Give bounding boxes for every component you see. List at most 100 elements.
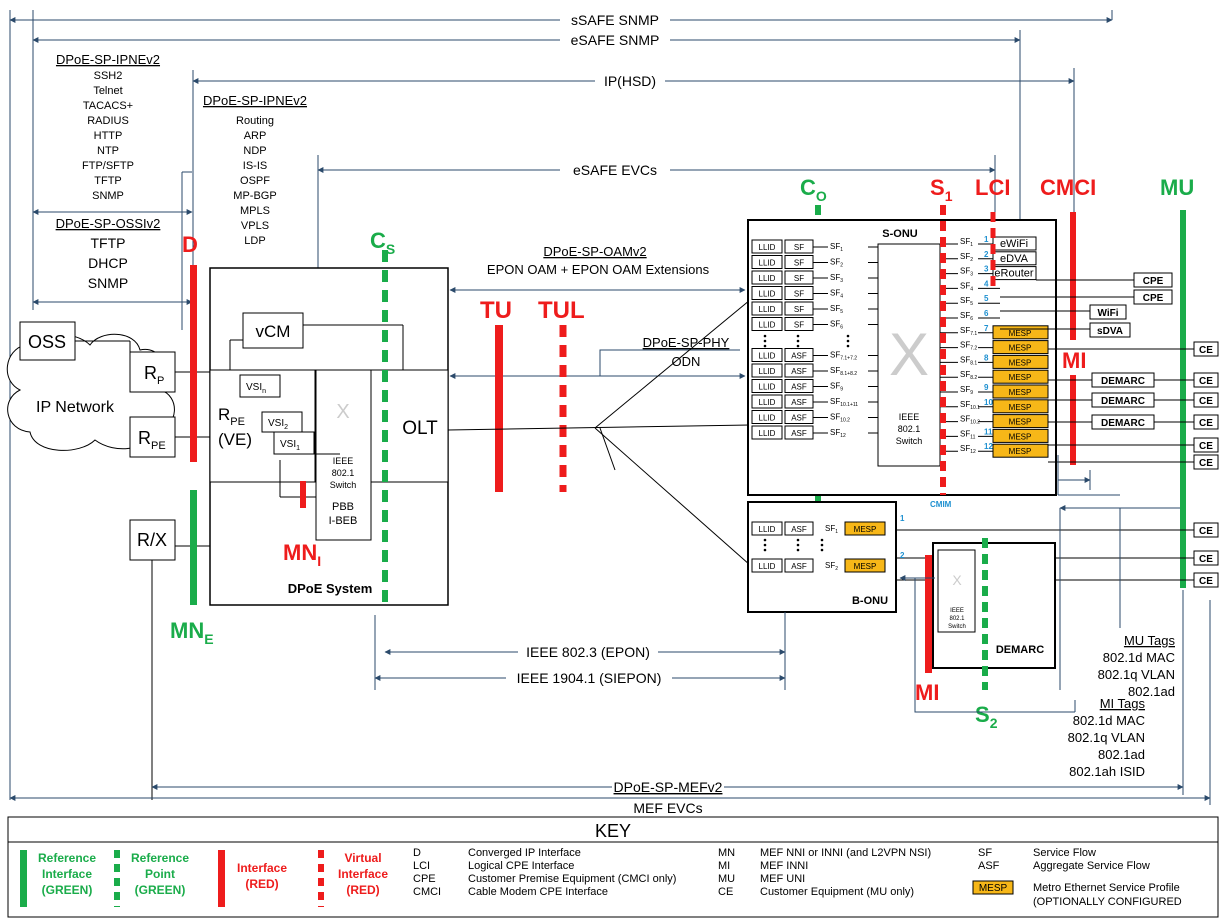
cpe-box[interactable] (1133, 289, 1173, 305)
sonu-port-num: 1 (984, 235, 989, 244)
demarc-switch-l3: Switch (948, 624, 966, 630)
ce-box[interactable] (1193, 392, 1219, 408)
svg-text:LLID: LLID (759, 429, 776, 438)
svg-text:LLID: LLID (759, 367, 776, 376)
wifi-box[interactable] (1089, 304, 1127, 320)
ossi-item-1: DHCP (88, 255, 128, 271)
sonu-sf-left: SF3 (830, 273, 843, 284)
oss-box[interactable]: OSS (19, 321, 76, 361)
rx-router[interactable]: R/X (129, 519, 176, 561)
sonu-sf-left: SF1 (830, 242, 843, 253)
svg-text:Interface: Interface (338, 867, 388, 881)
demarc-small-box[interactable] (1091, 414, 1155, 430)
svg-text:CE: CE (1199, 396, 1213, 407)
sonu-sf-right: SF3 (960, 267, 973, 278)
svg-text:ASF: ASF (791, 562, 807, 571)
sonu-llid (751, 301, 783, 316)
mef-label: DPoE-SP-MEFv2 (614, 779, 723, 795)
sonu-sf-left: SF12 (830, 428, 846, 439)
key1-desc: Converged IP Interface (468, 847, 581, 859)
ipne-left-item-7: TFTP (94, 175, 122, 187)
ossi-title: DPoE-SP-OSSIv2 (56, 216, 161, 231)
ip-network-label: IP Network (36, 399, 115, 416)
svg-text:ASF: ASF (791, 398, 807, 407)
ce-box[interactable] (1193, 522, 1219, 538)
svg-text:eRouter: eRouter (994, 268, 1033, 280)
svg-text:SF: SF (794, 274, 804, 283)
cs-label: CS (370, 228, 395, 257)
svg-text:Reference: Reference (38, 851, 96, 865)
svg-text:MESP: MESP (1009, 432, 1032, 441)
svg-text:LLID: LLID (759, 259, 776, 268)
sonu-sf-left: SF10.2 (830, 413, 850, 424)
rp-router[interactable]: RP (129, 351, 176, 393)
siepon-label: IEEE 1904.1 (SIEPON) (517, 670, 662, 686)
vsin-label: VSIn (246, 382, 266, 395)
rpe-ve-label-2: (VE) (218, 430, 252, 449)
ce-box[interactable] (1193, 454, 1219, 470)
sonu-port-num: 7 (984, 324, 989, 333)
sdva-box[interactable] (1089, 322, 1131, 338)
sonu-port-num: 6 (984, 309, 989, 318)
svg-text:LLID: LLID (759, 383, 776, 392)
cmci-label: CMCI (1040, 175, 1096, 200)
mu-label: MU (1160, 175, 1194, 200)
sonu-llid (751, 317, 783, 331)
demarc-small-box[interactable] (1091, 372, 1155, 388)
ce-box[interactable] (1193, 414, 1219, 430)
sonu-sf-left: SF7.1+7.2 (830, 351, 857, 362)
key1-abbr: CPE (413, 873, 436, 885)
mne-interface-label: MNE (170, 618, 214, 647)
ce-box[interactable] (1193, 341, 1219, 357)
ipne-left-item-3: RADIUS (87, 115, 129, 127)
mu-tag-2: 802.1ad (1128, 684, 1175, 699)
mne-interface-bar (190, 490, 197, 605)
sonu-llid (751, 394, 783, 409)
demarc-switch-l1: IEEE (950, 608, 964, 614)
svg-text:LLID: LLID (759, 305, 776, 314)
olt-label: OLT (402, 418, 438, 439)
svg-text:MESP: MESP (1009, 344, 1032, 353)
ce-box[interactable] (1193, 372, 1219, 388)
svg-text:MESP: MESP (1009, 418, 1032, 427)
svg-text:1: 1 (900, 514, 905, 523)
key2-desc: MEF UNI (760, 873, 805, 885)
svg-text:Reference: Reference (131, 851, 189, 865)
key2-abbr: CE (718, 886, 733, 898)
mi-label: MI (1062, 348, 1086, 373)
ipne-right-item-3: IS-IS (243, 160, 267, 172)
ipne-right-item-7: VPLS (241, 220, 269, 232)
ssafe-snmp-label: sSAFE SNMP (571, 12, 659, 28)
rpe-router[interactable]: RPE (129, 416, 176, 458)
rpe-label: RPE (138, 428, 166, 452)
svg-text:Interface: Interface (42, 867, 92, 881)
ipne-left-item-6: FTP/SFTP (82, 160, 134, 172)
ce-box[interactable] (1193, 550, 1219, 566)
ipne-left-item-8: SNMP (92, 190, 124, 202)
pbb-label: PBB (332, 501, 354, 513)
oam-title: DPoE-SP-OAMv2 (543, 244, 646, 259)
ipne-right-item-5: MP-BGP (233, 190, 276, 202)
ce-box[interactable] (1193, 437, 1219, 453)
sonu-port-num: 10 (984, 398, 993, 407)
co-label: CO (800, 175, 827, 204)
svg-text:LLID: LLID (759, 562, 776, 571)
ip-hsd-label: IP(HSD) (604, 73, 656, 89)
vsi2-label: VSI2 (268, 418, 288, 431)
sonu-sf-left: SF9 (830, 382, 843, 393)
ce-box[interactable] (1193, 572, 1219, 588)
svg-text:ASF: ASF (791, 414, 807, 423)
svg-text:LLID: LLID (759, 243, 776, 252)
svg-text:CE: CE (1199, 526, 1213, 537)
sonu-sf-left: SF2 (830, 258, 843, 269)
demarc-small-box[interactable] (1091, 392, 1155, 408)
sonu-sf-left: SF6 (830, 320, 843, 331)
svg-text:MESP: MESP (1009, 403, 1032, 412)
cpe-box[interactable] (1133, 272, 1173, 288)
sonu-sf-right: SF7.1 (960, 326, 977, 337)
key3-desc: Service Flow (1033, 847, 1096, 859)
key2-desc: MEF NNI or INNI (and L2VPN NSI) (760, 847, 931, 859)
rx-label: R/X (137, 530, 167, 550)
